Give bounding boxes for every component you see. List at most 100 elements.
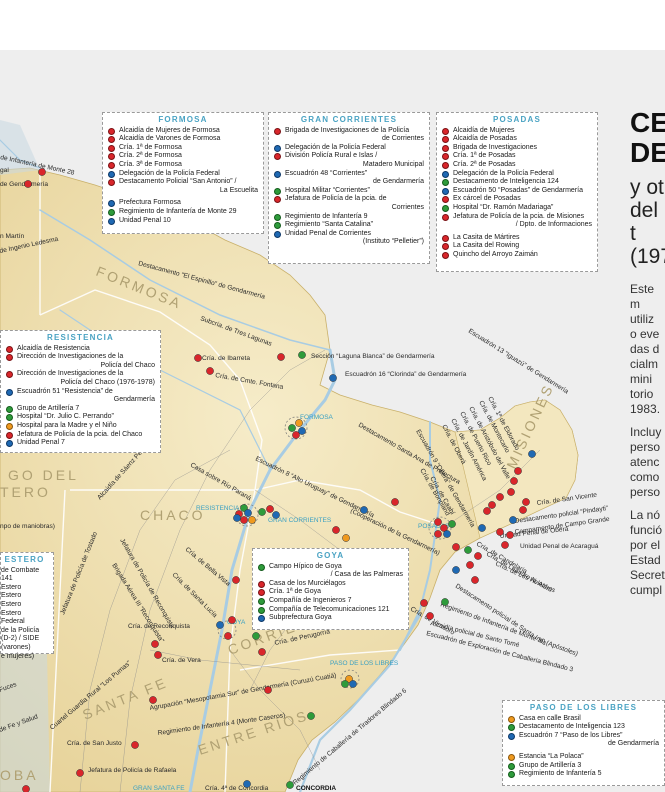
blue-marker-icon xyxy=(452,566,460,574)
legend-item-line: Regimiento de Infantería 9 xyxy=(285,212,368,220)
legend-item: Hospital “Dr. Julio C. Perrando” xyxy=(6,413,155,422)
blue-marker-icon xyxy=(509,516,517,524)
red-dot-icon xyxy=(442,136,449,144)
legend-item: Compañía de Ingenieros 7 xyxy=(258,597,403,606)
legend-item-line: Hospital Militar “Corrientes” xyxy=(285,186,370,194)
legend-item-text: Jefatura de Policía de la pcia. del Chac… xyxy=(17,431,155,440)
green-marker-icon xyxy=(252,632,260,640)
legend-item-text: Hospital Militar “Corrientes” xyxy=(285,187,424,196)
legend-item-text: Delegación de la Policía Federal xyxy=(285,144,424,153)
legend-item: Estero xyxy=(1,584,48,593)
red-marker-icon xyxy=(264,686,272,694)
legend-item-line: Casa de los Murciélagos xyxy=(269,579,346,587)
legend-title: ESTERO xyxy=(4,555,45,564)
orange-marker-icon xyxy=(295,419,303,427)
red-dot-icon xyxy=(442,127,449,135)
blue-marker-icon xyxy=(360,506,368,514)
legend-item-text: Alcaidía de Posadas xyxy=(453,135,592,144)
green-dot-icon xyxy=(274,213,281,221)
red-marker-icon xyxy=(474,552,482,560)
legend-item-text: de Combate 141 xyxy=(1,567,48,584)
legend-item: Grupo de Artillería 7 xyxy=(6,405,155,414)
article-line: torio xyxy=(630,387,654,401)
svg-text:npo de maniobras): npo de maniobras) xyxy=(0,523,55,530)
red-marker-icon xyxy=(466,561,474,569)
red-marker-icon xyxy=(154,651,162,659)
red-marker-icon xyxy=(501,541,509,549)
legend-item-line: Cría. 1ª de Posadas xyxy=(453,152,516,160)
legend-item-line: Estero xyxy=(1,600,22,608)
legend-item-line: Brigada de Investigaciones xyxy=(453,143,538,151)
legend-item-text: Alcaidía de Mujeres xyxy=(453,127,592,136)
legend-item: Regimiento de Infantería 5 xyxy=(508,770,659,779)
article-line: 1983. xyxy=(630,402,661,416)
legend-item-text: Destacamento de Inteligencia 124 xyxy=(453,178,592,187)
red-marker-icon xyxy=(434,530,442,538)
legend-item-line: (varones) xyxy=(1,643,31,651)
legend-item: Cría. 2ª de Formosa xyxy=(108,152,258,161)
city-label-resistencia: RESISTENCIA xyxy=(196,505,240,512)
article-line: mini xyxy=(630,372,653,386)
blue-dot-icon xyxy=(442,170,449,178)
legend-item-text: Subprefectura Goya xyxy=(269,614,403,623)
legend-item-text: Alcaidía de Mujeres de Formosa xyxy=(119,127,258,136)
legend-item-line: Cría. 2ª de Posadas xyxy=(453,160,516,168)
legend-item-line: Gendarmería xyxy=(113,396,155,404)
red-marker-icon xyxy=(258,648,266,656)
legend-item-text: Alcaidía de Varones de Formosa xyxy=(119,135,258,144)
green-dot-icon xyxy=(108,208,115,216)
red-dot-icon xyxy=(442,234,449,242)
legend-item: División Policía Rural e Islas /Matadero… xyxy=(274,152,424,169)
city-label-gran-corrientes: GRAN CORRIENTES xyxy=(268,517,332,524)
blue-marker-icon xyxy=(349,680,357,688)
red-dot-icon xyxy=(442,153,449,161)
legend-item-text: Hospital para la Madre y el Niño xyxy=(17,422,155,431)
orange-dot-icon xyxy=(508,753,515,761)
legend-item: Federal xyxy=(1,618,48,627)
green-dot-icon xyxy=(508,771,515,779)
legend-item: Unidad Penal 7 xyxy=(6,439,155,448)
legend-item-line: Estancia “La Polaca” xyxy=(519,752,584,760)
red-marker-icon xyxy=(232,576,240,584)
region-grey-west xyxy=(0,120,40,175)
legend-item: Estero xyxy=(1,610,48,619)
green-dot-icon xyxy=(442,204,449,212)
blue-dot-icon xyxy=(258,615,265,623)
legend-item-line: Unidad Penal de Corrientes xyxy=(285,229,371,237)
red-dot-icon xyxy=(6,354,13,362)
legend-item-text: Hospital “Dr. Ramón Madariaga” xyxy=(453,204,592,213)
legend-item: Cría. 1ª de Formosa xyxy=(108,144,258,153)
red-dot-icon xyxy=(442,243,449,251)
legend-item: Alcaidía de Posadas xyxy=(442,135,592,144)
legend-item-line: de Gendarmería xyxy=(373,178,424,186)
legend-item-text: Delegación de la Policía Federal xyxy=(453,170,592,179)
blue-dot-icon xyxy=(6,440,13,448)
red-marker-icon xyxy=(522,498,530,506)
legend-item: Alcaidía de Varones de Formosa xyxy=(108,135,258,144)
article-line: atenc xyxy=(630,455,660,469)
green-marker-icon xyxy=(240,504,248,512)
legend-item: de Combate 141 xyxy=(1,567,48,584)
legend-item-line: Escuadrón 48 “Corrientes” xyxy=(285,169,368,177)
legend-item-text: Estero xyxy=(1,584,48,593)
legend-item-text: Brigada de Investigaciones xyxy=(453,144,592,153)
article-line: das d xyxy=(630,342,660,356)
legend-item-line: Escuadrón 50 “Posadas” de Gendarmería xyxy=(453,186,583,194)
legend-item: Campo Hípico de Goya/ Casa de las Palmer… xyxy=(258,563,403,580)
region-cordoba: OBA xyxy=(0,767,39,783)
city-label-concordia: CONCORDIA xyxy=(296,785,336,792)
legend-item-line: Delegación de la Policía Federal xyxy=(285,143,386,151)
green-marker-icon xyxy=(341,680,349,688)
legend-item: Destacamento de Inteligencia 124 xyxy=(442,178,592,187)
legend-item-text: Cría. 2ª de Formosa xyxy=(119,152,258,161)
legend-item-line: Dirección de Investigaciones de la xyxy=(17,353,124,361)
blue-dot-icon xyxy=(108,217,115,225)
red-marker-icon xyxy=(22,785,30,792)
legend-item: Casa de los Murciélagos xyxy=(258,580,403,589)
legend-item-line: / Dpto. de Informaciones xyxy=(515,221,592,229)
province-borders xyxy=(39,168,441,792)
